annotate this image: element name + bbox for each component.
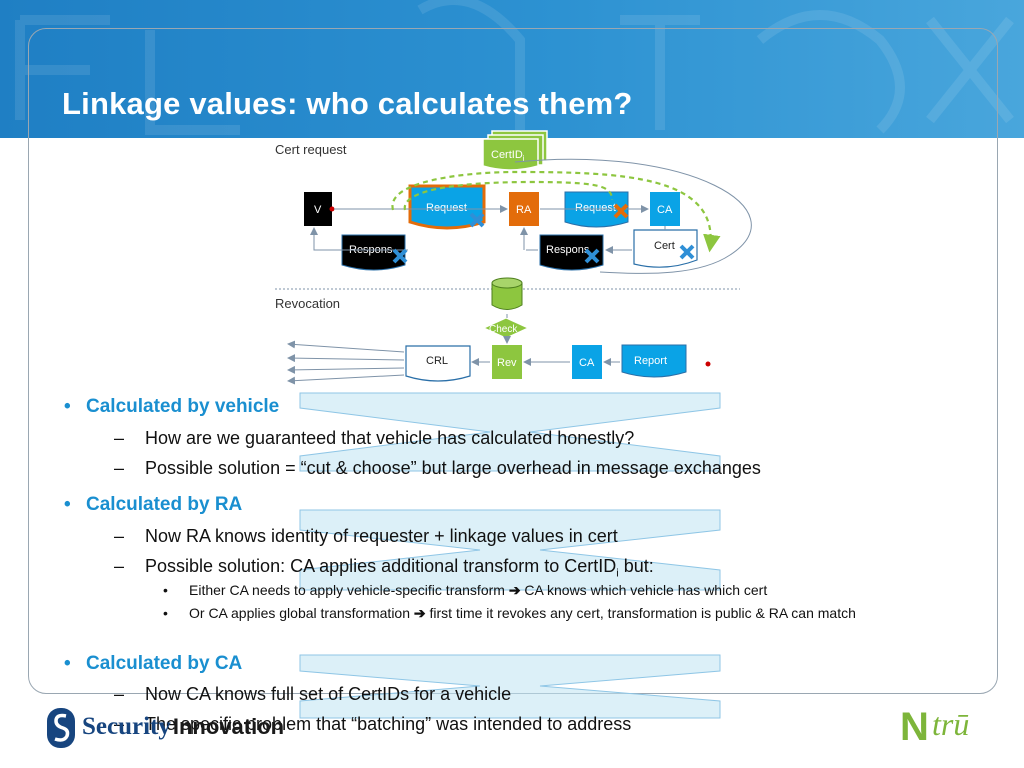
dash-glyph: – [114, 714, 125, 734]
request-label-2: Request [575, 202, 616, 214]
bullet-calculated-by-ca: • Calculated by CA [64, 653, 242, 675]
ntru-logo-text: trū [932, 706, 970, 742]
dash-glyph: – [114, 458, 125, 478]
bullet-calculated-by-ra: • Calculated by RA [64, 494, 242, 516]
vehicle-box [304, 192, 332, 226]
certid-document-stack: CertIDi [482, 130, 548, 171]
bullet-glyph: • [64, 396, 71, 417]
subscript-i: i [616, 567, 619, 580]
request-flow-connectors [310, 158, 752, 274]
svg-text:CertIDi: CertIDi [491, 149, 525, 163]
slide-header-band [0, 0, 1024, 138]
sub-bullet-text-end: but: [618, 556, 654, 576]
bullet-glyph: • [163, 605, 168, 621]
response-document-1 [341, 234, 406, 271]
right-arrow-icon: ➔ [413, 605, 426, 621]
x-icon [613, 203, 629, 219]
x-icon [469, 212, 485, 228]
sub-bullet-text: How are we guaranteed that vehicle has c… [145, 428, 635, 448]
revocation-label: Revocation [275, 296, 340, 311]
request-document-1 [408, 184, 486, 230]
x-icon [584, 248, 600, 264]
bullet-text: Calculated by CA [86, 653, 243, 674]
sub-sub-bullet: • Either CA needs to apply vehicle-specif… [163, 583, 963, 598]
sub-bullet: –Possible solution: CA applies additiona… [114, 556, 654, 580]
check-label: Check [489, 324, 518, 335]
vehicle-port-dot [329, 206, 335, 212]
cross-shape-1 [299, 392, 721, 472]
sub-bullet-text: The specific problem that “batching” was… [145, 714, 632, 734]
ca-box-bottom [572, 345, 602, 379]
sub-sub-bullet-text-end: CA knows which vehicle has which cert [520, 582, 768, 598]
bullet-text: Calculated by vehicle [86, 396, 280, 417]
dash-glyph: – [114, 684, 125, 704]
sub-sub-bullet-text-end: first time it revokes any cert, transfor… [425, 605, 856, 621]
sub-sub-bullet-text: Or CA applies global transformation [189, 605, 414, 621]
report-document [621, 344, 687, 378]
bullet-text: Calculated by RA [86, 494, 243, 515]
ra-box [509, 192, 539, 226]
bullet-glyph: • [163, 582, 168, 598]
sub-bullet: –Now RA knows identity of requester + li… [114, 526, 618, 547]
dash-glyph: – [114, 428, 125, 448]
ca-label-top: CA [657, 204, 673, 216]
ntru-logo-icon: N [900, 705, 929, 746]
sub-bullet: –How are we guaranteed that vehicle has … [114, 428, 634, 449]
cert-request-label: Cert request [275, 142, 347, 157]
sub-bullet: –The specific problem that “batching” wa… [114, 714, 631, 735]
logo-word-security: Security [82, 713, 171, 740]
security-innovation-logo-icon [47, 708, 75, 748]
sub-bullet: –Now CA knows full set of CertIDs for a … [114, 684, 511, 705]
sub-sub-bullet: • Or CA applies global transformation ➔ f… [163, 606, 963, 621]
cross-shape-3 [299, 654, 721, 719]
x-icon [679, 244, 695, 260]
crl-document [405, 345, 471, 382]
rev-box [492, 345, 522, 379]
bullet-glyph: • [64, 653, 71, 674]
report-label: Report [634, 355, 667, 367]
sub-bullet-text: Now CA knows full set of CertIDs for a v… [145, 684, 512, 704]
bullet-glyph: • [64, 494, 71, 515]
certid-dashed-path-2 [403, 180, 614, 211]
cert-label: Cert [654, 240, 675, 252]
ra-label: RA [516, 204, 532, 216]
rev-label: Rev [497, 357, 517, 369]
certid-dashed-path-1 [391, 170, 721, 253]
header-watermark-decoration [15, 0, 1014, 135]
request-label-1: Request [426, 202, 467, 214]
ca-box-top [650, 192, 680, 226]
ntru-n-glyph: N [900, 705, 929, 746]
report-port-dot [705, 361, 711, 367]
sub-sub-bullet-text: Either CA needs to apply vehicle-specifi… [189, 582, 509, 598]
certid-subscript: i [523, 154, 525, 163]
logo-word-innovation: Innovation [172, 714, 285, 739]
crl-label: CRL [426, 355, 448, 367]
slide-title: Linkage values: who calculates them? [62, 86, 633, 121]
sub-bullet: –Possible solution = “cut & choose” but … [114, 458, 761, 479]
database-icon [491, 277, 523, 310]
x-icon [392, 248, 408, 264]
revocation-flow-connectors [287, 314, 620, 385]
vehicle-label: V [314, 204, 322, 216]
linkage-flow-diagram: Cert request CertIDi V Request RA Reques… [275, 130, 752, 385]
sub-bullet-text: Possible solution = “cut & choose” but l… [145, 458, 761, 478]
security-innovation-logo-text: SecurityInnovation [82, 713, 284, 741]
cross-shape-2 [299, 509, 721, 591]
sub-bullet-text: Possible solution: CA applies additional… [145, 556, 617, 576]
bullet-calculated-by-vehicle: • Calculated by vehicle [64, 396, 279, 418]
response-label-2: Respons [546, 244, 590, 256]
certid-label: CertID [491, 149, 523, 161]
check-diamond [482, 317, 530, 339]
dash-glyph: – [114, 556, 125, 576]
dash-glyph: – [114, 526, 125, 546]
sub-bullet-text: Now RA knows identity of requester + lin… [145, 526, 618, 546]
right-arrow-icon: ➔ [508, 582, 521, 598]
ca-label-bottom: CA [579, 357, 595, 369]
